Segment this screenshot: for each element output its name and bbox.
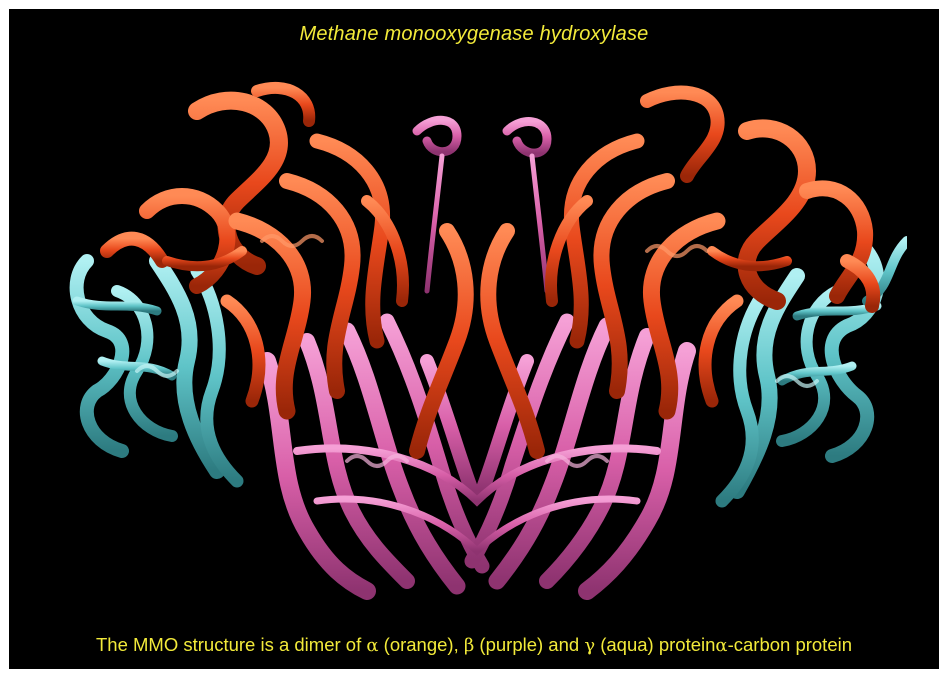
helix-highlights [135,234,819,468]
caption-text-5: -carbon protein [727,634,853,655]
slide: Methane monooxygenase hydroxylase [9,9,939,669]
caption-alpha-symbol: α [366,635,379,656]
caption-beta-symbol: β [463,635,475,656]
caption-text-4: (aqua) protein [595,634,716,655]
caption-text-1: The MMO structure is a dimer of [95,634,367,655]
gamma-subunit-left [69,253,244,488]
caption-text-2: (orange), [378,634,464,655]
slide-title: Methane monooxygenase hydroxylase [299,23,649,45]
protein-ribbon-figure [47,61,907,629]
caption-gamma-symbol: γ [584,635,596,656]
slide-caption: The MMO structure is a dimer of α (orang… [9,634,939,656]
protein-ribbon-illustration [69,81,907,600]
alpha-subunit-right [480,85,881,459]
caption-text-3: (purple) and [474,634,585,655]
caption-alpha-symbol-2: α [715,635,728,656]
